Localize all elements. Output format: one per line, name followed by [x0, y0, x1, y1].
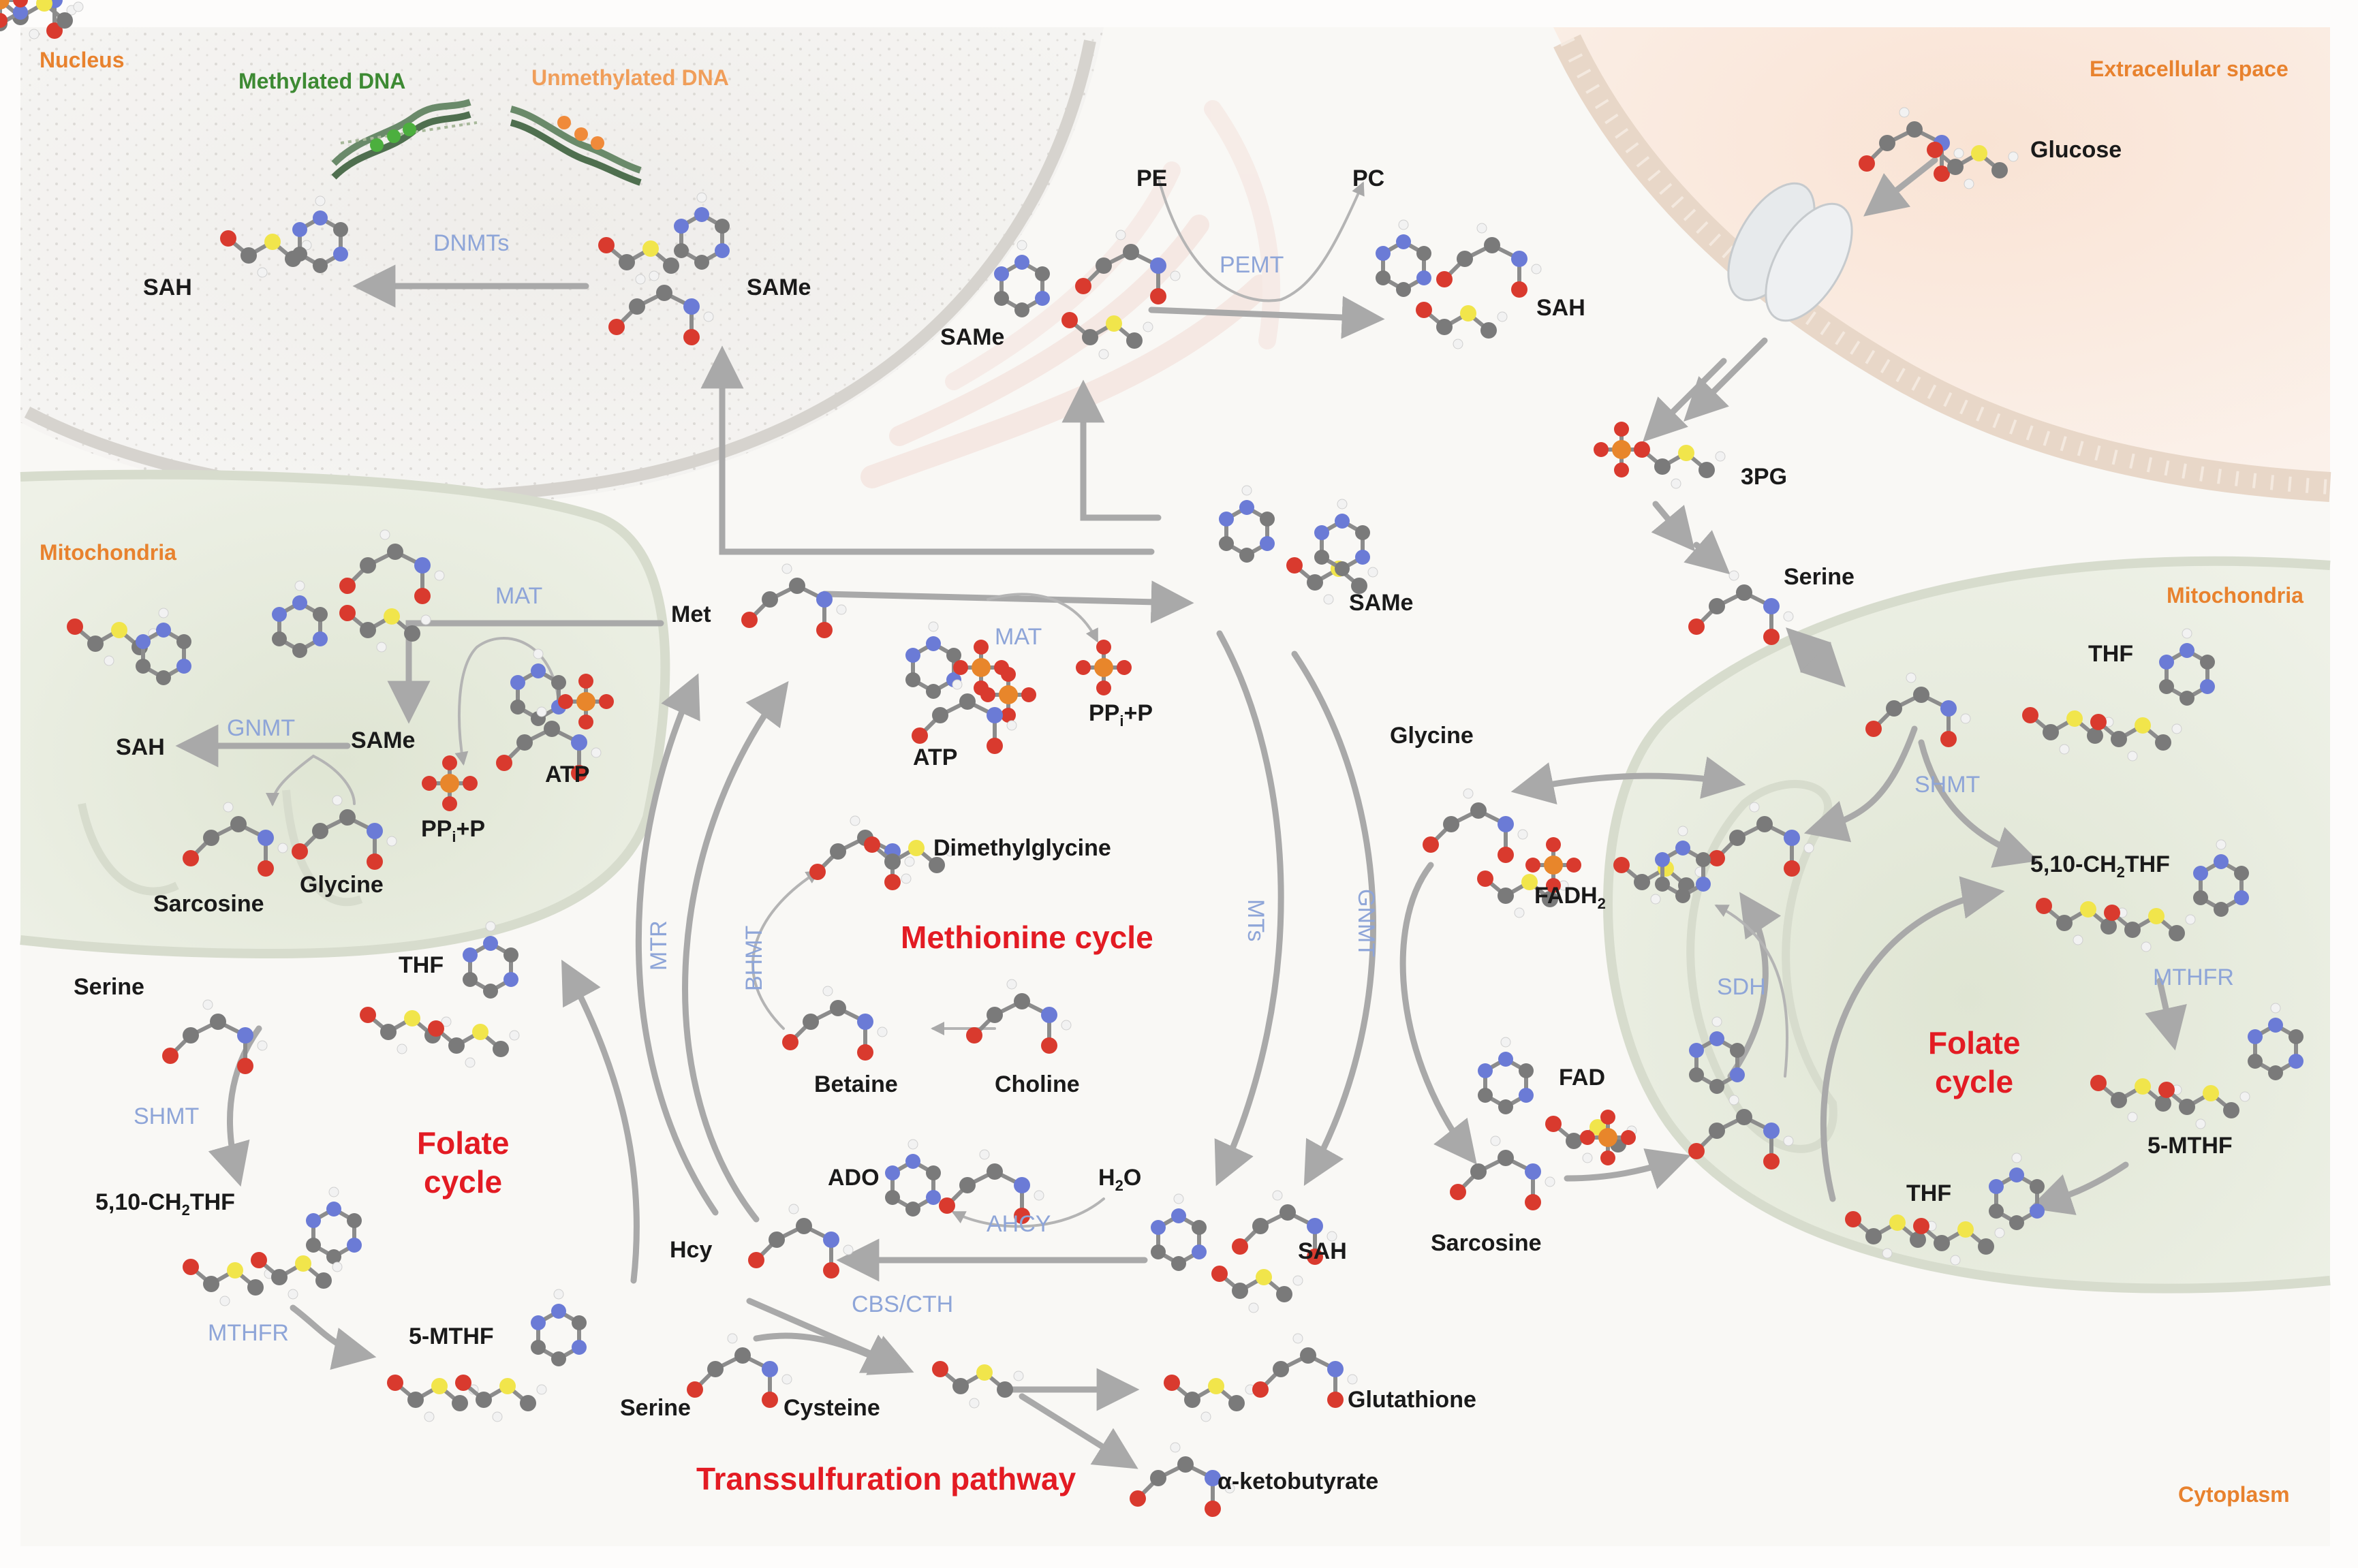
bottom-serine: Serine — [620, 1395, 691, 1421]
mito-right-thf-bottom: THF — [1906, 1180, 1952, 1206]
betaine-label: Betaine — [814, 1071, 898, 1097]
mito-right-sdh: SDH — [1717, 974, 1766, 1000]
serine-top-label: Serine — [1784, 564, 1855, 590]
unmethylated-dna-label: Unmethylated DNA — [531, 65, 729, 90]
center-mat: MAT — [995, 624, 1042, 650]
folate-left-title-2: cycle — [424, 1164, 503, 1199]
region-cytoplasm: Cytoplasm — [2178, 1482, 2290, 1507]
glucose-label: Glucose — [2030, 137, 2122, 163]
er-pe: PE — [1136, 166, 1168, 191]
dimethylglycine-label: Dimethylglycine — [933, 835, 1111, 861]
gnmt-enzyme: GNMT — [1353, 889, 1379, 958]
folate-left-serine: Serine — [74, 974, 144, 1000]
region-mito-right: Mitochondria — [2167, 583, 2303, 608]
methylated-dna-helix — [331, 99, 478, 180]
3pg-label: 3PG — [1741, 464, 1788, 490]
choline-label: Choline — [995, 1071, 1080, 1097]
folate-left-5mthf: 5-MTHF — [409, 1323, 494, 1349]
nucleus-region — [20, 27, 1104, 507]
er-same: SAMe — [940, 324, 1005, 350]
arrows — [175, 157, 2187, 1469]
folate-left-title: Folate — [417, 1125, 510, 1161]
ado-label: ADO — [828, 1165, 880, 1191]
mito-left-mat: MAT — [495, 583, 543, 609]
region-extracellular: Extracellular space — [2090, 57, 2289, 81]
pemt-enzyme: PEMT — [1220, 252, 1284, 278]
ahcy-enzyme: AHCY — [987, 1211, 1051, 1237]
center-same: SAMe — [1349, 590, 1414, 616]
cbs-cth-enzyme: CBS/CTH — [852, 1291, 954, 1317]
cysteine-label: Cysteine — [784, 1395, 880, 1421]
mito-left-atp: ATP — [545, 762, 590, 787]
er-pc: PC — [1352, 166, 1385, 191]
mito-left-gnmt: GNMT — [227, 715, 296, 741]
glucose-transporter — [1727, 182, 1853, 322]
nucleus-sah: SAH — [143, 275, 192, 300]
center-glycine: Glycine — [1390, 723, 1474, 749]
glutathione-label: Glutathione — [1348, 1387, 1476, 1413]
mito-right-ch2thf: 5,10-CH2THF — [2030, 851, 2170, 881]
mito-left-ppi: PPi+P — [421, 816, 486, 845]
mtr-enzyme: MTR — [646, 920, 672, 971]
mito-right-5mthf: 5-MTHF — [2147, 1133, 2233, 1159]
mito-right-folate-title: Folate — [1928, 1025, 2021, 1061]
mito-left-same: SAMe — [351, 727, 416, 753]
met-label: Met — [671, 601, 711, 627]
folate-left-mthfr: MTHFR — [208, 1320, 289, 1346]
extracellular-region — [1553, 27, 2331, 502]
mito-left-sarcosine: Sarcosine — [153, 891, 264, 917]
folate-left-ch2thf: 5,10-CH2THF — [95, 1189, 235, 1219]
molecule-glyphs — [0, 0, 84, 40]
nucleus-same: SAMe — [747, 275, 811, 300]
hcy-label: Hcy — [670, 1237, 713, 1263]
mito-left-sah: SAH — [116, 734, 165, 760]
methionine-cycle-title: Methionine cycle — [901, 920, 1153, 955]
h2o-label: H2O — [1098, 1165, 1142, 1194]
region-mito-left: Mitochondria — [40, 540, 176, 565]
center-atp: ATP — [913, 744, 958, 770]
mts-enzyme: MTs — [1243, 899, 1269, 942]
unmethylated-dna-helix — [510, 106, 642, 186]
dnmts-enzyme: DNMTs — [433, 230, 510, 256]
region-nucleus: Nucleus — [40, 48, 125, 72]
ketobutyrate-label: α-ketobutyrate — [1217, 1469, 1379, 1494]
mito-right-sarcosine: Sarcosine — [1431, 1230, 1542, 1256]
mito-left-region — [20, 469, 670, 959]
mito-left-glycine: Glycine — [300, 872, 384, 898]
er-sah: SAH — [1536, 295, 1585, 321]
methylated-dna-label: Methylated DNA — [238, 69, 406, 93]
folate-left-shmt: SHMT — [134, 1103, 200, 1129]
center-ppi: PPi+P — [1089, 700, 1153, 730]
mito-right-fadh2: FADH2 — [1534, 883, 1606, 912]
mito-right-fad: FAD — [1559, 1065, 1605, 1091]
mito-right-thf: THF — [2088, 641, 2134, 667]
folate-left-thf: THF — [399, 952, 444, 978]
mito-right-shmt: SHMT — [1914, 772, 1981, 798]
center-sah: SAH — [1298, 1238, 1347, 1264]
bhmt-enzyme: BHMT — [741, 925, 767, 991]
mito-right-mthfr: MTHFR — [2153, 965, 2234, 990]
mito-right-folate-title-2: cycle — [1935, 1064, 2014, 1099]
transsulfuration-title: Transsulfuration pathway — [696, 1461, 1076, 1496]
